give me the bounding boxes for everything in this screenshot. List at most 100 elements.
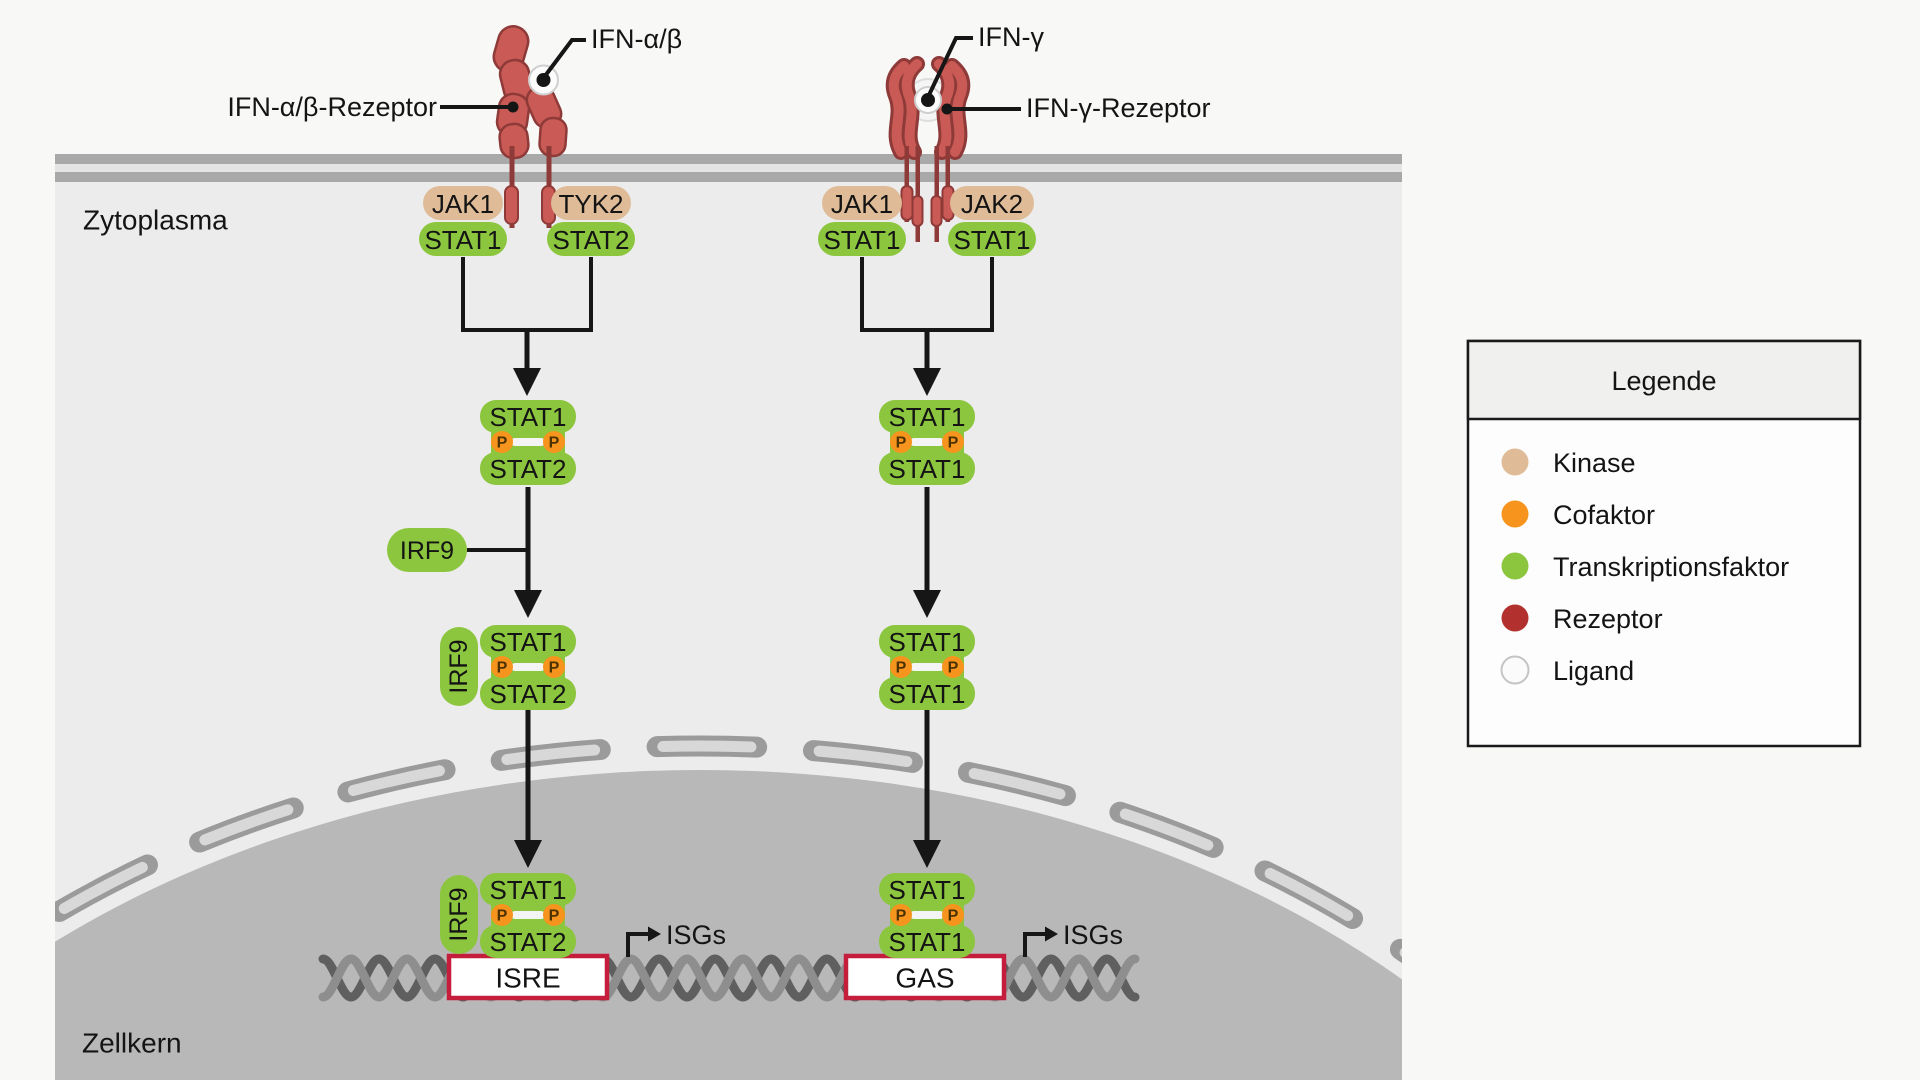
legend-item-label: Ligand	[1553, 656, 1634, 686]
irf9-label: IRF9	[445, 887, 473, 941]
stat1-pill	[818, 222, 906, 256]
phospho-label: P	[497, 435, 508, 452]
stat1-pill	[879, 625, 975, 658]
stat1-label: STAT1	[823, 225, 900, 255]
irf9-label: IRF9	[445, 639, 473, 693]
stat1-label: STAT1	[888, 454, 965, 484]
jak1-label: JAK1	[432, 189, 494, 219]
jak2-label: JAK2	[961, 189, 1023, 219]
phospho-badge	[491, 431, 513, 453]
arrowhead-icon	[514, 590, 542, 618]
receptor-segment	[498, 122, 530, 160]
ifnab-receptor-label: IFN-α/β-Rezeptor	[227, 92, 437, 122]
stat1-label: STAT1	[888, 679, 965, 709]
gas-element: GAS	[843, 953, 1007, 1001]
arrowhead-icon	[1045, 926, 1058, 942]
stat1-label: STAT1	[489, 627, 566, 657]
irf9-pill-vertical	[440, 627, 478, 706]
stat1-pill	[419, 222, 507, 256]
dimer-linker	[511, 911, 545, 919]
stat1-pill	[879, 400, 975, 433]
phospho-badge	[890, 431, 912, 453]
cytoplasm-label: Zytoplasma	[83, 205, 228, 236]
stat1-dimer-on-gas: P P STAT1 STAT1	[879, 873, 975, 958]
arrowhead-icon	[913, 590, 941, 618]
isre-box	[446, 953, 610, 1001]
dimer-linker	[511, 663, 545, 671]
stat1-label: STAT1	[953, 225, 1030, 255]
stat1-pill	[879, 925, 975, 958]
receptor-chain	[947, 61, 968, 157]
legend: Legende Kinase Cofaktor Transkriptionsfa…	[1466, 339, 1862, 748]
stat2-pill	[480, 452, 576, 485]
legend-item-kinase: Kinase	[1501, 448, 1636, 478]
receptor-tail	[504, 185, 519, 225]
receptor-segment	[538, 116, 568, 158]
legend-item-cofactor: Cofaktor	[1501, 500, 1655, 530]
kinase-swatch-icon	[1501, 448, 1529, 476]
gas-box	[843, 953, 1007, 1001]
ligand-dot-icon	[921, 93, 935, 107]
receptor-chain	[934, 59, 955, 157]
stat2-label: STAT2	[489, 927, 566, 957]
receptor-tail	[900, 185, 914, 221]
phospho-badge	[491, 656, 513, 678]
membrane-inner-leaflet	[55, 172, 1402, 182]
irf9-pill-vertical	[440, 875, 478, 954]
stat2-label: STAT2	[552, 225, 629, 255]
jak2-pill	[950, 186, 1034, 220]
irf9-pill	[387, 528, 467, 572]
isgs-label-left: ISGs	[666, 920, 726, 950]
transcription-arrow	[1023, 932, 1045, 957]
stat1-pill	[879, 452, 975, 485]
jak1-pill	[423, 186, 503, 220]
legend-item-label: Transkriptionsfaktor	[1553, 552, 1789, 582]
stat1-pill	[480, 400, 576, 433]
tyk2-pill	[551, 186, 631, 220]
gas-label: GAS	[895, 963, 954, 994]
plasma-membrane	[55, 154, 1402, 182]
membrane-outer-leaflet	[55, 154, 1402, 164]
receptor-tail	[930, 195, 943, 227]
annotations: Zytoplasma Zellkern IFN-α/β IFN-α/β-Reze…	[82, 22, 1211, 1059]
legend-item-label: Rezeptor	[1553, 604, 1663, 634]
stat1-label: STAT1	[489, 875, 566, 905]
phospho-label: P	[549, 908, 560, 925]
phospho-label: P	[497, 908, 508, 925]
receptor-stem	[934, 146, 939, 242]
isgs-arrow-right: ISGs	[1023, 920, 1123, 957]
dimer-linker	[910, 438, 944, 446]
phospho-badge	[543, 431, 565, 453]
arrowhead-icon	[514, 840, 542, 868]
phospho-badge	[942, 431, 964, 453]
phospho-badge	[890, 656, 912, 678]
phospho-label: P	[896, 660, 907, 677]
dimer-linker	[910, 663, 944, 671]
membrane-kinases: JAK1 TYK2 STAT1 STAT2 JAK1 JAK2 STAT1 ST…	[419, 186, 1036, 256]
stat1-pill	[879, 873, 975, 906]
legend-header	[1466, 339, 1862, 421]
phospho-label: P	[896, 435, 907, 452]
stat1-label: STAT1	[888, 627, 965, 657]
ifng-receptor-label: IFN-γ-Rezeptor	[1026, 93, 1211, 123]
nucleus-label: Zellkern	[82, 1028, 182, 1059]
ligand-callout-line	[543, 38, 586, 78]
legend-item-transcription-factor: Transkriptionsfaktor	[1501, 552, 1789, 582]
dimer-linker	[511, 438, 545, 446]
cofactor-swatch-icon	[1501, 500, 1529, 528]
phospho-label: P	[948, 660, 959, 677]
stat2-pill	[547, 222, 635, 256]
nuclear-envelope-fill	[55, 740, 1402, 958]
phospho-badge	[491, 904, 513, 926]
irf9-label: IRF9	[400, 537, 454, 565]
jak1-label: JAK1	[831, 189, 893, 219]
legend-item-ligand: Ligand	[1500, 655, 1634, 686]
receptor-stem	[945, 146, 950, 222]
receptor-chain	[901, 59, 922, 157]
arrowhead-icon	[913, 368, 941, 396]
phospho-badge	[890, 904, 912, 926]
stat1-label: STAT1	[888, 402, 965, 432]
receptor-stem	[915, 146, 920, 242]
